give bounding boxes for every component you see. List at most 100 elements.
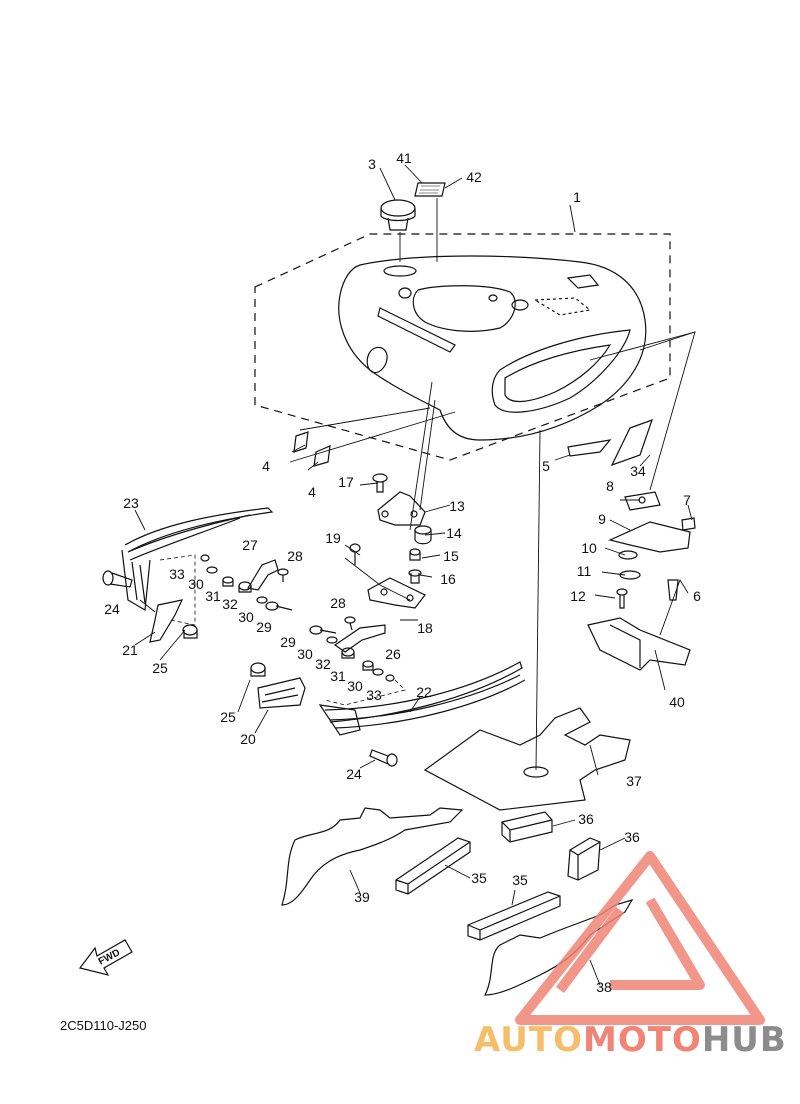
callout-36a: 36 (578, 811, 594, 827)
callout-31b: 31 (330, 668, 346, 684)
damper-36a (501, 811, 553, 843)
callout-41: 41 (396, 150, 412, 166)
callout-17: 17 (338, 474, 354, 490)
watermark-part-hub: HUB (701, 1020, 787, 1060)
watermark-logo (515, 851, 765, 1025)
callout-23: 23 (123, 495, 139, 511)
callout-19: 19 (325, 530, 341, 546)
callout-35b: 35 (512, 872, 528, 888)
washer-30d (372, 668, 384, 676)
callout-30b: 30 (238, 609, 254, 625)
callout-24a: 24 (104, 601, 120, 617)
bracket-8 (624, 491, 661, 511)
fuel-tank (338, 255, 647, 441)
screw-28b (344, 616, 356, 631)
collar-31a (222, 576, 234, 587)
damper-14 (414, 525, 432, 545)
diagram-code: 2C5D110-J250 (60, 1018, 147, 1033)
emblem-label-right (313, 445, 331, 467)
caution-label (414, 182, 446, 197)
callout-28b: 28 (330, 595, 346, 611)
callout-33b: 33 (366, 687, 382, 703)
fuel-cap (380, 199, 416, 231)
callout-39: 39 (354, 889, 370, 905)
nut-7 (681, 517, 696, 531)
washer-11 (619, 570, 641, 580)
washer-10 (618, 550, 638, 560)
callout-4a: 4 (262, 458, 270, 474)
stud-6 (667, 579, 679, 601)
callout-18: 18 (417, 620, 433, 636)
callout-29b: 29 (280, 634, 296, 650)
washer-33a (200, 554, 210, 562)
callout-13: 13 (449, 498, 465, 514)
washer-30a (206, 566, 218, 574)
callout-33a: 33 (169, 566, 185, 582)
callout-29a: 29 (256, 619, 272, 635)
collar-25a (182, 624, 198, 639)
callout-1: 1 (573, 189, 581, 205)
watermark-part-auto: AUTO (474, 1020, 583, 1060)
washer-33b (385, 674, 395, 682)
callout-5: 5 (542, 458, 550, 474)
decal-34 (610, 419, 653, 467)
callout-14: 14 (446, 525, 462, 541)
bracket-27 (247, 559, 279, 591)
callout-6: 6 (693, 588, 701, 604)
callout-30a: 30 (188, 576, 204, 592)
callout-25b: 25 (220, 709, 236, 725)
bracket-13 (377, 491, 426, 526)
callout-34: 34 (630, 463, 646, 479)
callout-7: 7 (683, 492, 691, 508)
side-cover-23 (121, 507, 274, 611)
callout-12: 12 (570, 588, 586, 604)
seal-39 (281, 807, 464, 906)
damper-35b (467, 891, 561, 941)
callout-9: 9 (598, 511, 606, 527)
collar-15 (409, 548, 421, 561)
callout-42: 42 (466, 169, 482, 185)
callout-32a: 32 (222, 596, 238, 612)
callout-26: 26 (385, 646, 401, 662)
collar-25b (250, 662, 266, 677)
fwd-arrow (78, 939, 133, 976)
damper-35a (395, 837, 471, 895)
bolt-29a (265, 601, 293, 611)
callout-27: 27 (242, 537, 258, 553)
callout-25a: 25 (152, 660, 168, 676)
grommet-21 (149, 599, 184, 643)
bracket-40 (587, 617, 691, 671)
bracket-18 (367, 577, 426, 609)
bolt-12 (616, 588, 628, 609)
bracket-26 (333, 624, 386, 653)
callout-3: 3 (368, 156, 376, 172)
damper-32b (341, 647, 355, 659)
callout-22: 22 (416, 684, 432, 700)
washer-30b (256, 596, 268, 604)
callout-40: 40 (669, 694, 685, 710)
callout-16: 16 (440, 571, 456, 587)
callout-11: 11 (576, 563, 592, 579)
emblem-20 (257, 677, 306, 709)
leader-lines (134, 164, 696, 986)
watermark-part-moto: MOTO (582, 1020, 702, 1060)
bolt-24b (369, 749, 398, 767)
bolt-29b (309, 625, 337, 635)
callout-30d: 30 (347, 678, 363, 694)
callout-24b: 24 (346, 766, 362, 782)
emblem-label-left (293, 431, 309, 453)
callout-10: 10 (581, 540, 597, 556)
bolt-16 (408, 569, 422, 584)
callout-30c: 30 (297, 646, 313, 662)
watermark-text: AUTOMOTOHUB (474, 1020, 787, 1060)
damper-32a (238, 581, 252, 593)
callout-38: 38 (596, 979, 612, 995)
bolt-24a (102, 570, 133, 588)
side-cover-22 (318, 661, 526, 736)
screw-28a (277, 568, 289, 582)
washer-30c (326, 636, 338, 644)
callout-4b: 4 (308, 484, 316, 500)
callout-31a: 31 (205, 588, 221, 604)
callout-8: 8 (606, 478, 614, 494)
